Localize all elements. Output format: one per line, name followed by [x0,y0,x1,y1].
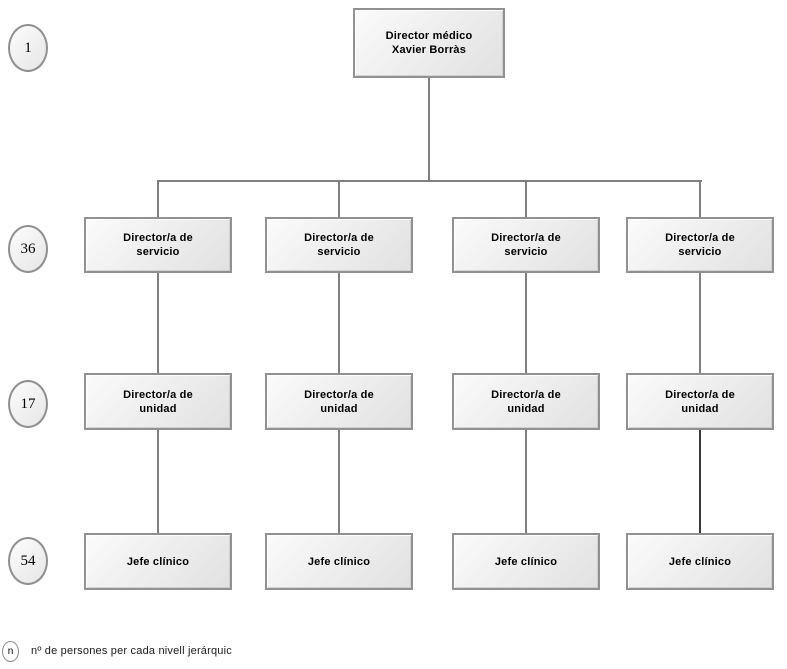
node-label: Director/a de servicio [304,232,374,258]
legend-symbol: n [7,645,14,657]
node-director-servicio-4: Director/a de servicio [626,217,774,273]
connector-drop-col2 [338,182,340,217]
legend: n nº de persones per cada nivell jerárqu… [2,639,232,663]
node-jefe-clinico-4: Jefe clínico [626,533,774,590]
node-director-medico: Director médico Xavier Borràs [353,8,505,78]
connector-drop-col3 [525,182,527,217]
node-label: Jefe clínico [668,555,732,568]
connector-bottom-col3 [525,430,527,533]
connector-mid-col3 [525,273,527,373]
node-director-servicio-2: Director/a de servicio [265,217,413,273]
count-badge-level-servicio: 36 [8,225,48,273]
count-value: 17 [20,395,36,412]
count-badge-level-root: 1 [8,24,48,72]
node-jefe-clinico-1: Jefe clínico [84,533,232,590]
node-label: Director/a de unidad [304,388,374,415]
node-jefe-clinico-2: Jefe clínico [265,533,413,590]
legend-symbol-circle: n [2,640,19,662]
connector-mid-col2 [338,273,340,373]
node-director-servicio-3: Director/a de servicio [452,217,600,273]
node-label: Director/a de unidad [123,388,193,415]
count-badge-level-jefe: 54 [8,537,48,585]
connector-bottom-col4 [699,430,701,533]
node-label: Jefe clínico [126,555,190,568]
node-director-unidad-1: Director/a de unidad [84,373,232,430]
node-label: Director/a de servicio [665,232,735,258]
count-value: 54 [20,552,36,569]
node-label: Jefe clínico [307,555,371,568]
node-label: Director médico Xavier Borràs [385,30,473,56]
connector-root-vertical [428,78,430,181]
node-director-servicio-1: Director/a de servicio [84,217,232,273]
connector-bottom-col1 [157,430,159,533]
node-label: Director/a de unidad [665,388,735,415]
connector-mid-col1 [157,273,159,373]
count-value: 1 [24,39,32,56]
legend-text: nº de persones per cada nivell jerárquic [31,645,232,657]
node-director-unidad-4: Director/a de unidad [626,373,774,430]
connector-mid-col4 [699,273,701,373]
node-label: Director/a de servicio [123,232,193,258]
node-director-unidad-3: Director/a de unidad [452,373,600,430]
connector-drop-col4 [699,182,701,217]
connector-bottom-col2 [338,430,340,533]
connector-drop-col1 [157,182,159,217]
node-label: Director/a de servicio [491,232,561,258]
node-director-unidad-2: Director/a de unidad [265,373,413,430]
count-value: 36 [20,240,36,257]
connector-horizontal-rail [157,180,702,182]
node-label: Jefe clínico [494,555,558,568]
node-label: Director/a de unidad [491,388,561,415]
node-jefe-clinico-3: Jefe clínico [452,533,600,590]
count-badge-level-unidad: 17 [8,380,48,428]
